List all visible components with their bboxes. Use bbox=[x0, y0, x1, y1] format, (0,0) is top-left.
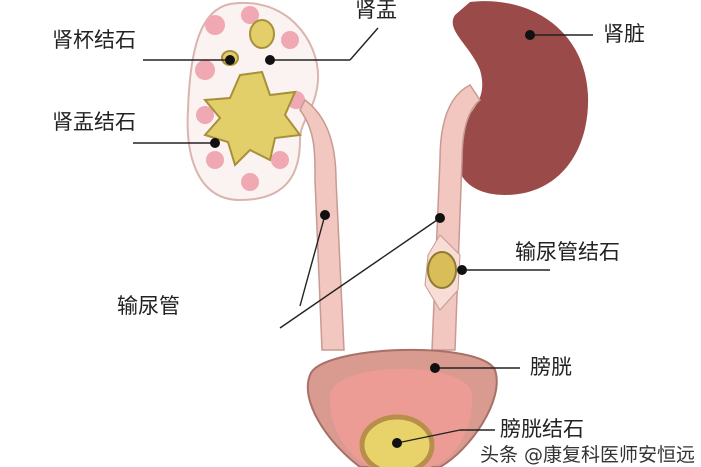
pelvis-stone bbox=[202, 70, 302, 167]
ureter-stone bbox=[427, 251, 457, 289]
label-bladder: 膀胱 bbox=[530, 355, 572, 379]
watermark: 头条 @康复科医师安恒远 bbox=[480, 444, 696, 466]
label-ureter: 输尿管 bbox=[117, 294, 180, 318]
label-ureter-stone: 输尿管结石 bbox=[515, 240, 620, 264]
label-pelvis-stone: 肾盂结石 bbox=[52, 110, 136, 134]
marker-dots bbox=[210, 30, 535, 448]
right-kidney bbox=[452, 1, 589, 195]
label-bladder-stone: 膀胱结石 bbox=[500, 417, 584, 441]
calyx-stone bbox=[249, 19, 275, 49]
label-renal-pelvis: 肾盂 bbox=[355, 0, 397, 22]
label-kidney: 肾脏 bbox=[603, 22, 645, 46]
label-calyx-stone: 肾杯结石 bbox=[52, 28, 136, 52]
leader-lines bbox=[133, 27, 593, 444]
